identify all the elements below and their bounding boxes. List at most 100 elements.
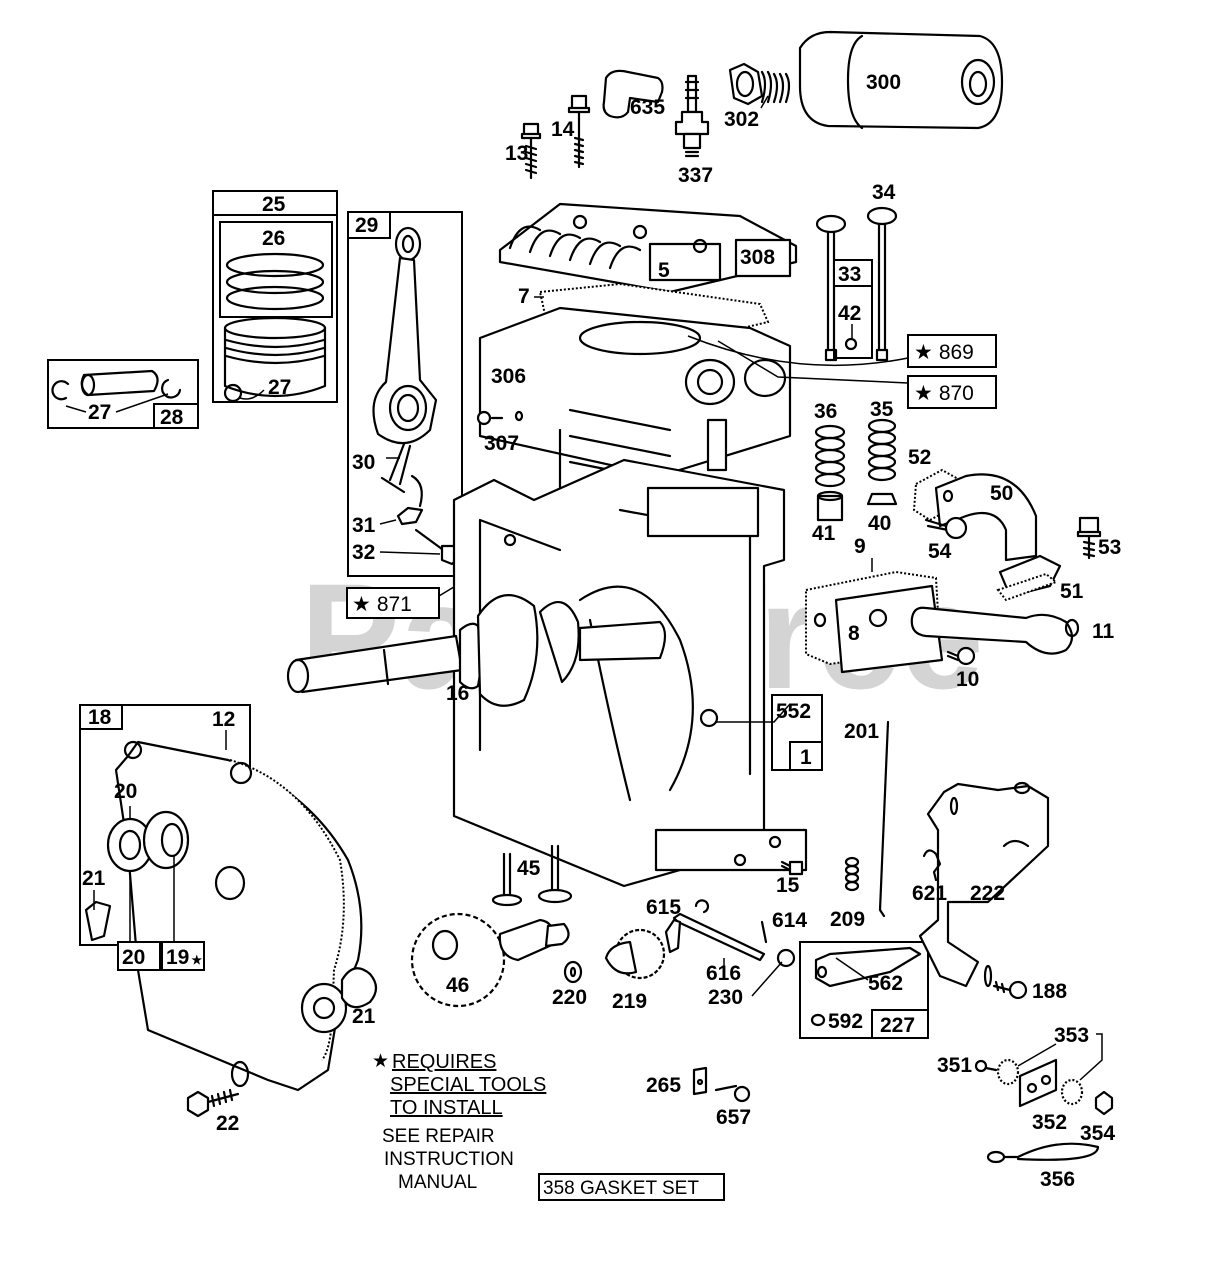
- label-870[interactable]: ★870: [914, 382, 974, 405]
- label-31[interactable]: 31: [352, 514, 376, 537]
- label-7[interactable]: 7: [518, 285, 530, 308]
- part-616-governor-shaft[interactable]: [664, 912, 766, 962]
- part-635-spark-plug-boot[interactable]: [602, 69, 664, 119]
- label-352[interactable]: 352: [1032, 1111, 1067, 1134]
- part-45-tappets[interactable]: [491, 844, 573, 907]
- label-27a[interactable]: 27: [88, 401, 111, 424]
- part-46-camshaft[interactable]: [410, 912, 570, 1008]
- part-40-retainer[interactable]: [866, 492, 898, 506]
- label-54[interactable]: 54: [928, 540, 952, 563]
- part-11-breather-tube[interactable]: [910, 606, 1080, 655]
- part-615-clip[interactable]: [694, 899, 710, 914]
- label-307[interactable]: 307: [484, 432, 519, 455]
- label-337[interactable]: 337: [678, 164, 713, 187]
- part-265-bracket[interactable]: [692, 1066, 708, 1096]
- label-35[interactable]: 35: [870, 398, 894, 421]
- label-27b[interactable]: 27: [268, 376, 291, 399]
- label-552[interactable]: 552: [776, 700, 811, 723]
- label-302[interactable]: 302: [724, 108, 759, 131]
- label-265[interactable]: 265: [646, 1074, 681, 1097]
- label-36[interactable]: 36: [814, 400, 837, 423]
- label-615[interactable]: 615: [646, 896, 681, 919]
- label-621[interactable]: 621: [912, 882, 947, 905]
- label-16[interactable]: 16: [446, 682, 469, 705]
- label-50[interactable]: 50: [990, 482, 1013, 505]
- part-10-screw[interactable]: [946, 646, 976, 666]
- part-25-piston[interactable]: [223, 316, 327, 403]
- part-41-valve-seat[interactable]: [816, 490, 844, 522]
- label-18[interactable]: 18: [88, 706, 112, 729]
- label-20b[interactable]: 20: [122, 946, 145, 969]
- label-51[interactable]: 51: [1060, 580, 1084, 603]
- label-53[interactable]: 53: [1098, 536, 1121, 559]
- part-621-clip[interactable]: [922, 849, 942, 882]
- part-30-dipper[interactable]: [380, 442, 412, 494]
- part-53-bolt[interactable]: [1076, 516, 1102, 560]
- part-353-screen[interactable]: [996, 1058, 1084, 1106]
- part-42-retainer[interactable]: [844, 324, 858, 351]
- label-40[interactable]: 40: [868, 512, 891, 535]
- part-51-gasket[interactable]: [996, 572, 1059, 602]
- label-12[interactable]: 12: [212, 708, 235, 731]
- label-52[interactable]: 52: [908, 446, 931, 469]
- label-33[interactable]: 33: [838, 263, 861, 286]
- label-869[interactable]: ★869: [914, 341, 974, 364]
- label-28[interactable]: 28: [160, 406, 184, 429]
- part-16-crankshaft[interactable]: [286, 594, 667, 707]
- part-614-pin[interactable]: [760, 920, 768, 944]
- label-21a[interactable]: 21: [82, 867, 106, 890]
- part-15-adjusting-screw[interactable]: [780, 860, 804, 876]
- part-307-breather-fitting[interactable]: [476, 410, 524, 426]
- gasket-set-label[interactable]: 358 GASKET SET: [543, 1178, 699, 1199]
- part-300-air-cleaner[interactable]: [798, 30, 1004, 130]
- part-35-valve-spring[interactable]: [867, 418, 897, 482]
- label-30[interactable]: 30: [352, 451, 375, 474]
- part-1-crankcase[interactable]: [452, 458, 808, 888]
- label-222[interactable]: 222: [970, 882, 1005, 905]
- part-31-lock-plate[interactable]: [396, 474, 424, 526]
- label-46[interactable]: 46: [446, 974, 469, 997]
- label-300[interactable]: 300: [866, 71, 901, 94]
- label-42[interactable]: 42: [838, 302, 861, 325]
- part-356-ground-wire[interactable]: [986, 1142, 1100, 1164]
- part-302-nut[interactable]: [728, 62, 791, 106]
- part-657-screw[interactable]: [714, 1084, 751, 1103]
- part-352-mounting-plate[interactable]: [1018, 1058, 1058, 1108]
- part-337-spark-plug[interactable]: [674, 74, 710, 158]
- label-20a[interactable]: 20: [114, 780, 137, 803]
- part-36-valve-spring[interactable]: [814, 424, 846, 488]
- label-1[interactable]: 1: [800, 746, 812, 769]
- label-21b[interactable]: 21: [352, 1005, 376, 1028]
- part-21-dipstick-tube[interactable]: [84, 900, 112, 942]
- label-209[interactable]: 209: [830, 908, 865, 931]
- part-18-crankcase-cover[interactable]: [114, 740, 363, 1092]
- part-13-bolt[interactable]: [520, 122, 542, 180]
- label-356[interactable]: 356: [1040, 1168, 1075, 1191]
- label-26[interactable]: 26: [262, 227, 285, 250]
- part-201-governor-link[interactable]: [878, 720, 890, 918]
- label-41[interactable]: 41: [812, 522, 836, 545]
- label-616[interactable]: 616: [706, 962, 741, 985]
- label-13[interactable]: 13: [505, 142, 528, 165]
- part-592-nut[interactable]: [810, 1013, 826, 1027]
- part-28-piston-pin[interactable]: [51, 369, 182, 401]
- part-19-bearing[interactable]: [142, 810, 190, 870]
- part-219-governor-gear[interactable]: [604, 928, 666, 980]
- part-22-bolt[interactable]: [186, 1088, 240, 1118]
- part-34-intake-valve[interactable]: [866, 206, 898, 362]
- label-32[interactable]: 32: [352, 541, 375, 564]
- part-562-governor-lever[interactable]: [814, 946, 922, 988]
- part-5-cylinder-head[interactable]: [498, 202, 798, 294]
- label-354[interactable]: 354: [1080, 1122, 1115, 1145]
- part-21-oil-fill-plug[interactable]: [340, 967, 378, 1009]
- part-8-breather[interactable]: [813, 584, 944, 674]
- label-614[interactable]: 614: [772, 909, 807, 932]
- label-9[interactable]: 9: [854, 535, 866, 558]
- label-308[interactable]: 308: [740, 246, 775, 269]
- label-10[interactable]: 10: [956, 668, 979, 691]
- label-22[interactable]: 22: [216, 1112, 239, 1135]
- label-353[interactable]: 353: [1054, 1024, 1089, 1047]
- label-306[interactable]: 306: [491, 365, 526, 388]
- part-354-nut[interactable]: [1094, 1090, 1114, 1116]
- part-306-cylinder[interactable]: [478, 306, 792, 502]
